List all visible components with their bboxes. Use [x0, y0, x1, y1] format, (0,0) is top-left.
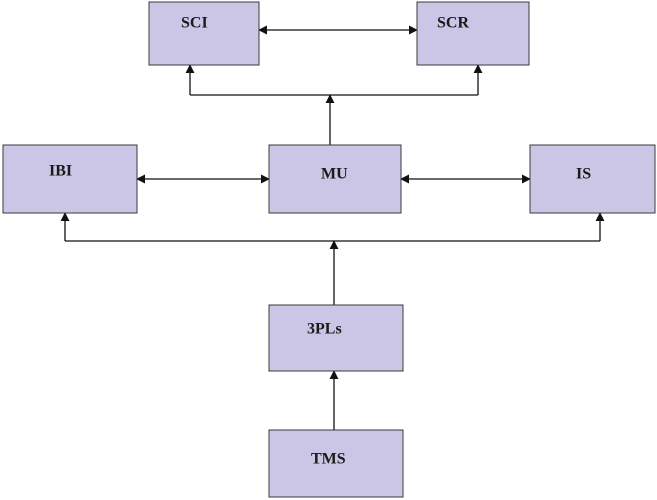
node-is-label: IS	[576, 166, 591, 183]
node-3pls: 3PLs	[268, 304, 404, 372]
node-ibi-label: IBI	[49, 163, 72, 180]
node-scr-label: SCR	[437, 15, 469, 32]
node-mu: MU	[268, 144, 402, 214]
node-ibi: IBI	[2, 144, 138, 214]
node-scr: SCR	[416, 1, 530, 66]
node-sci-label: SCI	[181, 15, 208, 32]
node-sci: SCI	[148, 1, 260, 66]
node-mu-label: MU	[321, 166, 348, 183]
node-is: IS	[529, 144, 656, 214]
node-tms: TMS	[268, 429, 404, 498]
node-tms-label: TMS	[311, 451, 346, 468]
node-3pls-label: 3PLs	[307, 321, 342, 338]
connectors	[60, 25, 605, 430]
